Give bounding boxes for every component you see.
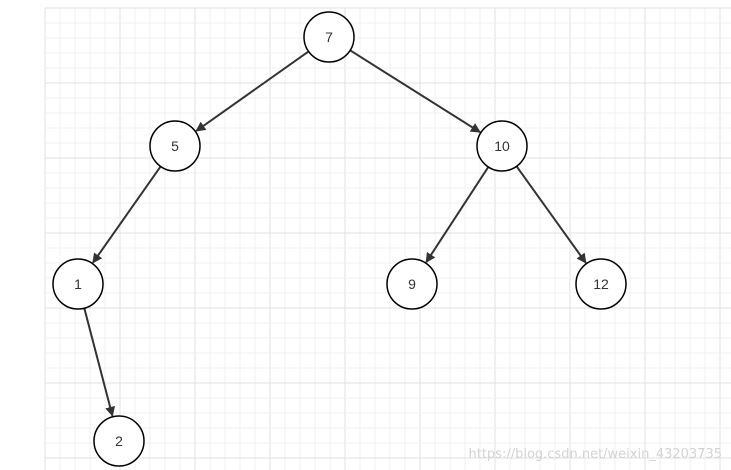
node-circle (386, 258, 438, 310)
tree-node-5: 5 (149, 120, 201, 172)
node-label: 10 (494, 138, 510, 154)
tree-node-10: 10 (476, 120, 528, 172)
node-label: 1 (74, 276, 82, 292)
node-label: 2 (115, 433, 123, 449)
node-circle (476, 120, 528, 172)
node-label: 7 (325, 29, 333, 45)
watermark-text: https://blog.csdn.net/weixin_43203735 (468, 447, 722, 462)
node-circle (149, 120, 201, 172)
tree-node-7: 7 (303, 11, 355, 63)
node-circle (52, 258, 104, 310)
node-circle (575, 258, 627, 310)
node-label: 12 (593, 276, 609, 292)
nodes-layer: 7 5 10 1 9 12 2 (52, 11, 627, 467)
edge-n7-n5 (195, 50, 310, 132)
node-circle (93, 415, 145, 467)
tree-node-12: 12 (575, 258, 627, 310)
node-label: 5 (171, 138, 179, 154)
edges-layer (83, 49, 587, 417)
node-circle (303, 11, 355, 63)
edge-n10-n9 (425, 166, 490, 264)
grid (44, 7, 731, 470)
edge-n5-n1 (92, 165, 162, 264)
tree-node-1: 1 (52, 258, 104, 310)
edge-n7-n10 (349, 49, 481, 133)
edge-n10-n12 (515, 165, 587, 264)
edge-n1-n2 (83, 307, 115, 417)
tree-node-9: 9 (386, 258, 438, 310)
tree-node-2: 2 (93, 415, 145, 467)
node-label: 9 (408, 276, 416, 292)
